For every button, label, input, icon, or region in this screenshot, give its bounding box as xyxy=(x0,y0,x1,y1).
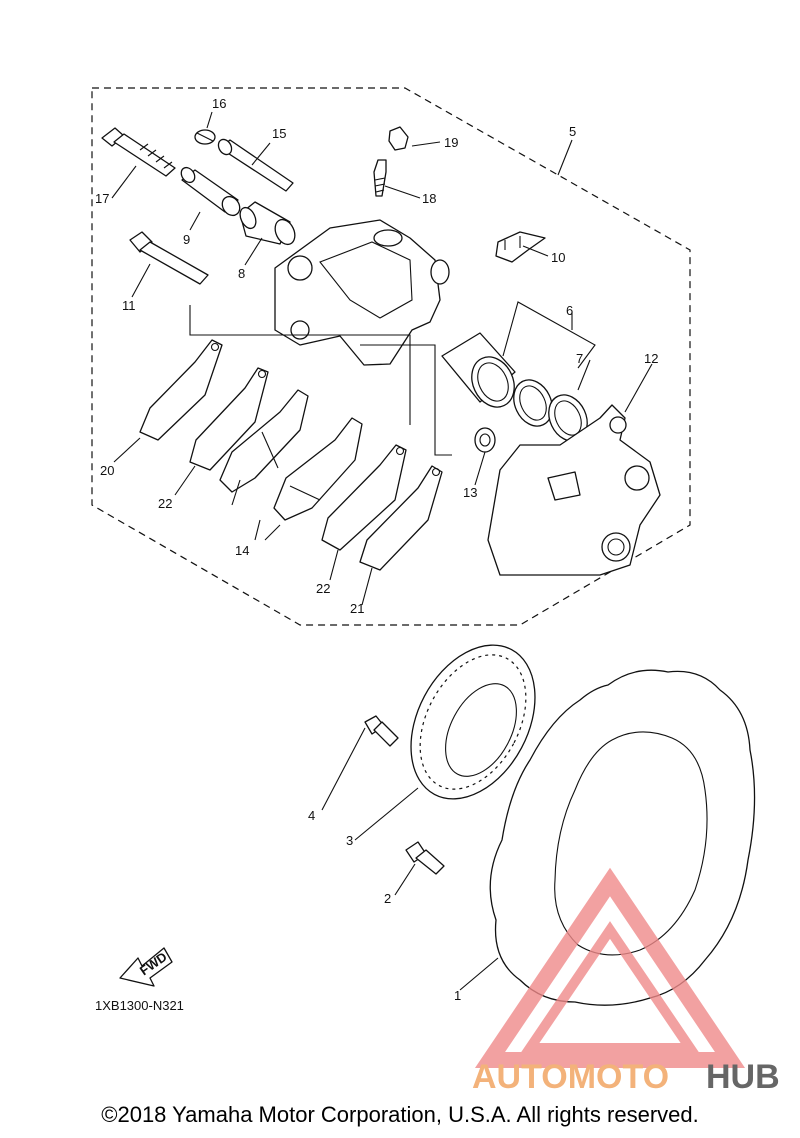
part-3-sensor-rotor xyxy=(410,644,536,800)
part-21-shim xyxy=(359,465,443,571)
label-22-upper: 22 xyxy=(158,496,172,511)
part-1-brake-disc xyxy=(489,669,756,1006)
label-18: 18 xyxy=(422,191,436,206)
part-4-bolt xyxy=(364,715,399,747)
caliper-assembly-boundary xyxy=(91,87,691,626)
label-15: 15 xyxy=(272,126,286,141)
label-16: 16 xyxy=(212,96,226,111)
watermark-brand-part1: AUTOMOTO xyxy=(472,1058,669,1096)
part-15-pin xyxy=(217,138,294,192)
label-6: 6 xyxy=(566,303,573,318)
label-1: 1 xyxy=(454,988,461,1003)
part-20-shim xyxy=(139,339,223,441)
part-11-bolt xyxy=(129,231,209,285)
watermark-logo xyxy=(474,867,746,1068)
label-4: 4 xyxy=(308,808,315,823)
part-22-shim-upper xyxy=(189,367,269,471)
label-11: 11 xyxy=(122,298,136,313)
part-14-brake-pads xyxy=(219,389,363,521)
watermark-triangle xyxy=(474,867,746,1068)
label-20: 20 xyxy=(100,463,114,478)
copyright-notice: ©2018 Yamaha Motor Corporation, U.S.A. A… xyxy=(101,1102,699,1127)
label-17: 17 xyxy=(95,191,109,206)
assembly-reference-lines xyxy=(189,305,452,541)
part-16-cap xyxy=(194,129,216,145)
label-3: 3 xyxy=(346,833,353,848)
drawing-code: 1XB1300-N321 xyxy=(95,998,184,1013)
part-7-seals xyxy=(513,379,588,442)
label-14: 14 xyxy=(235,543,249,558)
part-9-sleeve xyxy=(180,166,241,217)
label-10: 10 xyxy=(551,250,565,265)
part-6-piston xyxy=(441,332,516,408)
label-9: 9 xyxy=(183,232,190,247)
part-2-bolt xyxy=(405,841,445,875)
label-21: 21 xyxy=(350,601,364,616)
part-8-boot xyxy=(239,201,296,246)
part-22-shim-lower xyxy=(321,444,407,551)
leader-lines xyxy=(111,111,653,991)
part-number-labels: 16 15 19 5 17 18 9 8 10 11 6 7 12 20 22 … xyxy=(95,96,658,1003)
fwd-arrow xyxy=(119,947,173,987)
part-17-bolt xyxy=(101,127,176,177)
label-22-lower: 22 xyxy=(316,581,330,596)
label-2: 2 xyxy=(384,891,391,906)
label-19: 19 xyxy=(444,135,458,150)
part-12-bracket xyxy=(487,404,661,576)
part-19-bleed-cap xyxy=(388,126,409,151)
part-5-caliper-body xyxy=(274,219,450,366)
label-5: 5 xyxy=(569,124,576,139)
label-8: 8 xyxy=(238,266,245,281)
label-13: 13 xyxy=(463,485,477,500)
watermark-brand-part2: HUB xyxy=(706,1058,780,1096)
part-18-bleed-screw xyxy=(373,159,387,197)
part-13-washer xyxy=(474,427,496,453)
label-12: 12 xyxy=(644,351,658,366)
part-10-pad-spring xyxy=(495,231,546,263)
label-7: 7 xyxy=(576,351,583,366)
